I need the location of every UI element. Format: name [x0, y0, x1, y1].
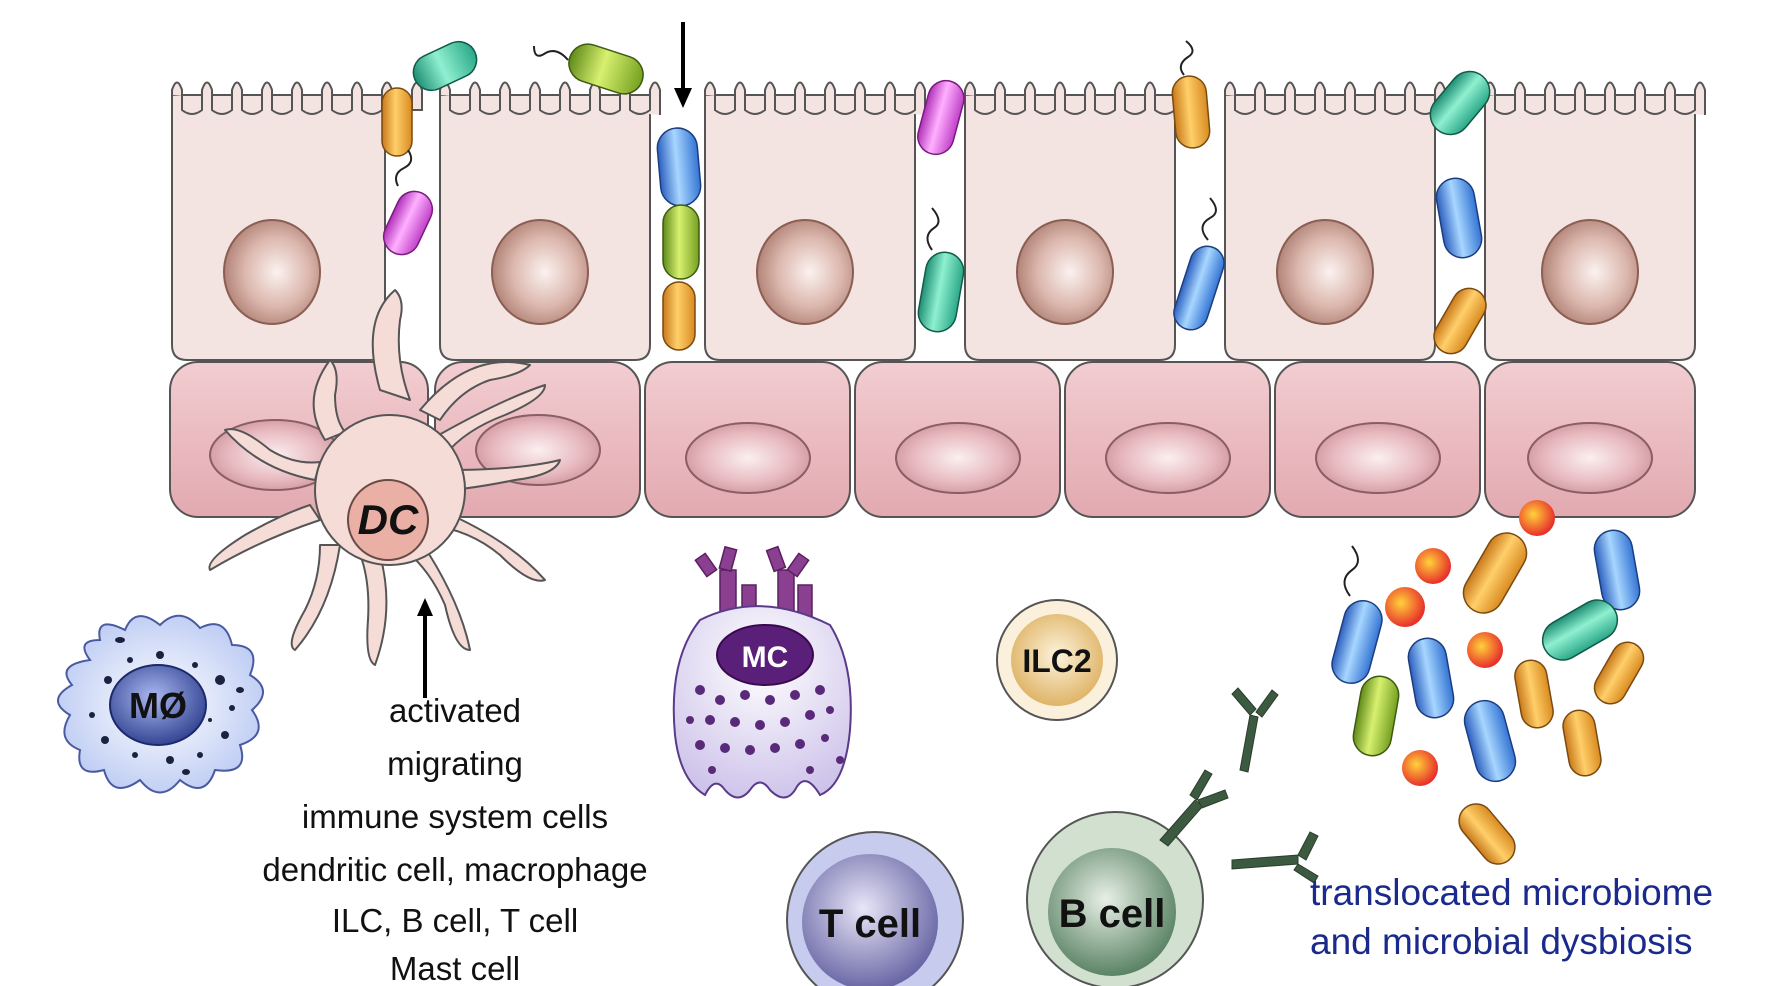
- macrophage-label: MØ: [129, 685, 187, 726]
- bacterium: [1352, 675, 1400, 757]
- arrow-down: [674, 22, 692, 108]
- t-cell: T cell: [786, 831, 964, 986]
- epithelial-layer: [171, 81, 1706, 361]
- b-cell-label: B cell: [1059, 892, 1166, 936]
- microbiome-caption-line: and microbial dysbiosis: [1310, 921, 1693, 962]
- bacterium: [662, 281, 696, 351]
- bacterium: [381, 87, 413, 157]
- bacterium: [1562, 709, 1602, 777]
- bacterium: [1331, 600, 1383, 684]
- bacterium: [1407, 637, 1455, 719]
- basal-cell: [1274, 361, 1481, 518]
- basal-layer: [169, 361, 1696, 518]
- bacterium: [1173, 245, 1225, 331]
- nucleus: [1016, 219, 1114, 325]
- nucleus: [1276, 219, 1374, 325]
- bacterium: [1541, 599, 1619, 661]
- caption-line: activated: [389, 692, 521, 729]
- epithelial-cell: [1484, 81, 1706, 361]
- bacterium: [412, 40, 478, 92]
- nucleus: [1541, 219, 1639, 325]
- epithelial-cell: [704, 81, 926, 361]
- ilc2-cell: ILC2: [996, 599, 1118, 721]
- nucleus: [756, 219, 854, 325]
- ilc2-label: ILC2: [1022, 643, 1091, 679]
- bacterium: [1462, 532, 1528, 614]
- bacterium: [1463, 699, 1517, 783]
- bacterium: [1593, 641, 1645, 705]
- bacterium: [382, 190, 434, 256]
- epithelial-cell: [171, 81, 423, 361]
- immune-cells-caption: activated migrating immune system cells …: [262, 692, 647, 986]
- nucleus: [223, 219, 321, 325]
- arrow-up: [417, 598, 433, 698]
- basal-cell: [854, 361, 1061, 518]
- t-cell-label: T cell: [819, 902, 921, 946]
- nucleus: [491, 219, 589, 325]
- epithelial-cell: [964, 81, 1186, 361]
- dc-label: DC: [358, 496, 419, 543]
- mast-cell: MC: [672, 545, 852, 799]
- epithelial-cell: [439, 81, 661, 361]
- caption-line: migrating: [387, 745, 523, 782]
- basal-cell: [1064, 361, 1271, 518]
- bacterium: [1429, 70, 1491, 136]
- bacterium: [656, 127, 702, 207]
- mc-label: MC: [742, 641, 789, 674]
- bacterium: [1593, 529, 1641, 611]
- dendritic-cell: DC: [208, 289, 561, 666]
- basal-cell: [1484, 361, 1696, 518]
- bacterium: [917, 251, 965, 333]
- basal-cell: [644, 361, 851, 518]
- caption-line: Mast cell: [390, 950, 520, 986]
- caption-line: dendritic cell, macrophage: [262, 851, 647, 888]
- bacterium: [1514, 659, 1554, 729]
- microbiome-caption-line: translocated microbiome: [1310, 872, 1713, 913]
- junction-bacteria: [381, 40, 1491, 355]
- caption-line: ILC, B cell, T cell: [332, 902, 578, 939]
- bacterium: [1433, 287, 1487, 355]
- bacterium: [1435, 177, 1483, 259]
- microbiome-caption: translocated microbiome and microbial dy…: [1310, 872, 1713, 962]
- macrophage: MØ: [57, 614, 264, 794]
- bacterium: [1171, 75, 1211, 149]
- bacterium: [917, 79, 965, 156]
- microbiome-cluster: [1331, 500, 1645, 865]
- epithelial-cell: [1224, 81, 1446, 361]
- caption-line: immune system cells: [302, 798, 608, 835]
- b-cell: B cell: [1026, 687, 1319, 986]
- bacterium: [568, 43, 644, 95]
- bacterium: [1458, 803, 1516, 865]
- bacterium: [662, 204, 700, 280]
